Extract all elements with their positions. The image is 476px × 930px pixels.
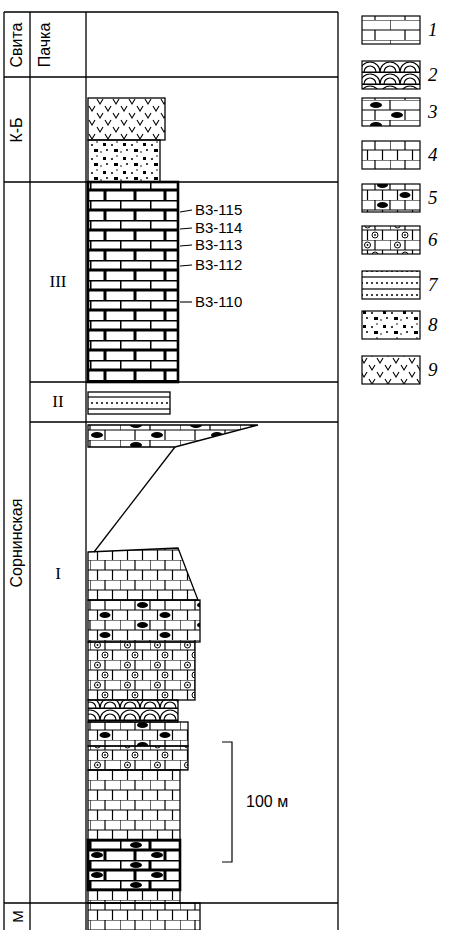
legend-swatch: [362, 98, 420, 126]
member-cell: II: [30, 382, 86, 422]
stromatolite-bed: [88, 700, 178, 722]
vertical-label: М: [9, 910, 26, 923]
vertical-label: Сорнинская: [8, 498, 26, 587]
formation-cell: Сорнинская: [4, 182, 30, 903]
sample-label: В3-114: [195, 220, 242, 236]
legend-number: 8: [428, 314, 438, 336]
oolitic-dolomite-bed: [88, 746, 188, 770]
nodular-dolomite-bed: [88, 600, 200, 642]
formation-cell: М: [4, 903, 30, 930]
dolomite-bed: [88, 903, 200, 930]
volcanics-bed: [88, 98, 165, 140]
sample-leaders: [180, 210, 192, 302]
legend-swatch: [362, 271, 420, 299]
leader-line: [180, 265, 192, 266]
member-number: II: [52, 392, 63, 412]
legend-swatch: [362, 61, 420, 89]
formation-cell: К-Б: [4, 77, 30, 182]
scale-bar: [222, 742, 232, 862]
leader-line: [180, 210, 192, 212]
limestone-bed: [88, 182, 178, 382]
conglomerate-bed: [88, 140, 160, 182]
sample-label: В3-115: [195, 202, 242, 218]
sample-label: В3-113: [195, 237, 242, 253]
grid-rule: [4, 12, 338, 903]
shale-bed: [88, 392, 170, 414]
legend-swatch: [362, 16, 420, 44]
dolomite-bed: [88, 770, 180, 840]
scale-label: 100 м: [246, 794, 288, 810]
legend-number: 6: [428, 229, 438, 251]
vertical-label: Свита: [8, 22, 26, 67]
member-cell: I: [30, 422, 86, 903]
legend-number: 5: [428, 187, 438, 209]
legend-swatch: [362, 226, 420, 254]
member-number: I: [55, 564, 61, 584]
nodular-lens: [88, 425, 258, 447]
legend-swatch: [362, 141, 420, 169]
nodular-dolomite-bed: [88, 722, 188, 746]
sample-label: В3-112: [195, 257, 242, 273]
nodular-limestone-bed: [88, 840, 180, 890]
legend-number: 4: [428, 144, 438, 166]
header-cell: Пачка: [30, 12, 60, 77]
member-cell: III: [30, 182, 86, 382]
legend-swatch: [362, 356, 420, 384]
legend-number: 9: [428, 359, 438, 381]
dolomite-bed: [88, 548, 198, 600]
leader-line: [180, 301, 192, 302]
wedge-line: [94, 447, 175, 552]
vertical-label: К-Б: [8, 117, 26, 142]
legend-number: 2: [428, 64, 438, 86]
oolitic-dolomite-bed: [88, 642, 195, 700]
dolomite-bed: [88, 890, 180, 903]
grid-rule: [4, 12, 338, 930]
leader-line: [180, 245, 192, 246]
column-grid: [4, 12, 338, 930]
legend-number: 3: [428, 101, 438, 123]
sample-label: В3-110: [195, 294, 242, 310]
legend-number: 7: [428, 274, 438, 296]
member-number: III: [50, 272, 67, 292]
legend-swatch: [362, 311, 420, 339]
header-cell: Свита: [4, 12, 30, 77]
legend-swatch: [362, 184, 420, 212]
lithology: [88, 98, 258, 930]
legend-number: 1: [428, 19, 438, 41]
leader-line: [180, 228, 192, 229]
vertical-label: Пачка: [36, 22, 54, 67]
